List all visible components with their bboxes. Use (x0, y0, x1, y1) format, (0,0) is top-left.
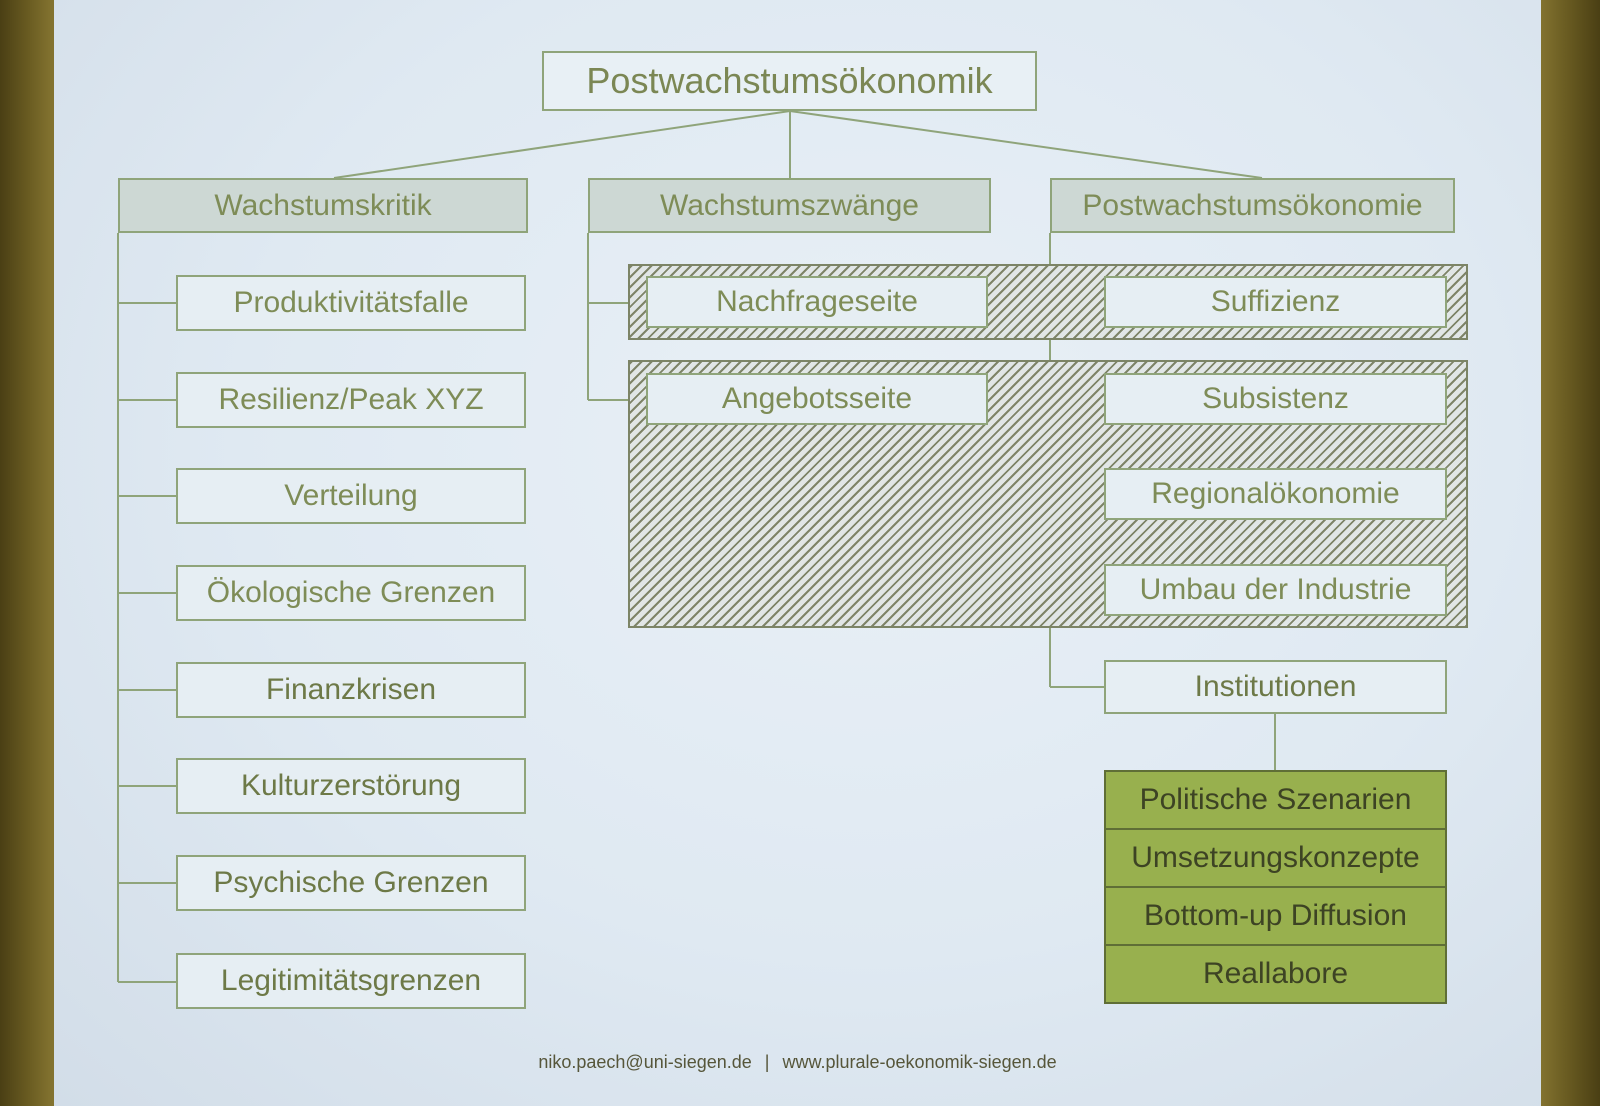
item-institutionen: Institutionen (1104, 660, 1447, 714)
item-subsistenz: Subsistenz (1104, 373, 1447, 425)
item-umbau-der-industrie: Umbau der Industrie (1104, 564, 1447, 616)
item-oekologische-grenzen: Ökologische Grenzen (176, 565, 526, 621)
connector-root-left (333, 110, 791, 179)
footer-separator: | (764, 1052, 770, 1072)
header-postwachstumsoekonomie: Postwachstumsökonomie (1050, 178, 1455, 233)
item-regionaloekonomie: Regionalökonomie (1104, 468, 1447, 520)
footer-email: niko.paech@uni-siegen.de (538, 1052, 752, 1072)
footer-url: www.plurale-oekonomik-siegen.de (782, 1052, 1057, 1072)
item-bottom-up-diffusion: Bottom-up Diffusion (1104, 886, 1447, 946)
item-produktivitaetsfalle: Produktivitätsfalle (176, 275, 526, 331)
item-politische-szenarien: Politische Szenarien (1104, 770, 1447, 830)
item-resilienz-peak: Resilienz/Peak XYZ (176, 372, 526, 428)
root-node: Postwachstumsökonomik (542, 51, 1037, 111)
item-suffizienz: Suffizienz (1104, 276, 1447, 328)
item-psychische-grenzen: Psychische Grenzen (176, 855, 526, 911)
item-angebotsseite: Angebotsseite (646, 373, 988, 425)
item-reallabore: Reallabore (1104, 944, 1447, 1004)
item-kulturzerstoerung: Kulturzerstörung (176, 758, 526, 814)
footer: niko.paech@uni-siegen.de | www.plurale-o… (54, 1052, 1541, 1073)
item-umsetzungskonzepte: Umsetzungskonzepte (1104, 828, 1447, 888)
header-wachstumszwaenge: Wachstumszwänge (588, 178, 991, 233)
item-nachfrageseite: Nachfrageseite (646, 276, 988, 328)
item-finanzkrisen: Finanzkrisen (176, 662, 526, 718)
slide: Postwachstumsökonomik Wachstumskritik Wa… (54, 0, 1541, 1106)
item-verteilung: Verteilung (176, 468, 526, 524)
connector-root-right (789, 110, 1263, 179)
item-legitimitaetsgrenzen: Legitimitätsgrenzen (176, 953, 526, 1009)
header-wachstumskritik: Wachstumskritik (118, 178, 528, 233)
